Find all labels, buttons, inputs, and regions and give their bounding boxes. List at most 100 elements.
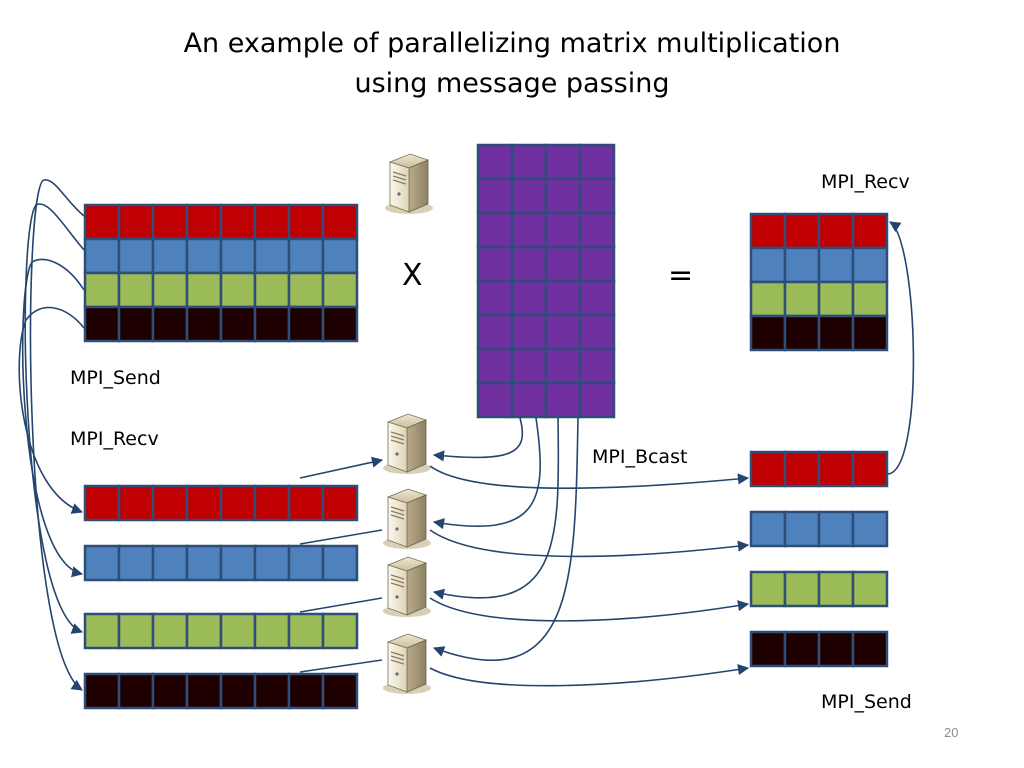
scatter-arrows — [18, 179, 85, 691]
matrix-cell — [185, 612, 223, 650]
matrix-cell — [83, 672, 121, 710]
matrix-cell — [578, 381, 616, 419]
page-number: 20 — [944, 725, 959, 740]
matrix-cell — [578, 245, 616, 283]
matrix-cell — [151, 271, 189, 309]
matrix-cell — [253, 305, 291, 343]
matrix-cell — [287, 612, 325, 650]
matrix-cell — [151, 237, 189, 275]
server-icon — [382, 556, 432, 618]
matrix-cell — [185, 203, 223, 241]
matrix-cell — [253, 237, 291, 275]
matrix-cell — [287, 305, 325, 343]
matrix-cell — [817, 630, 855, 668]
matrix-cell — [817, 280, 855, 318]
matrix-cell — [185, 271, 223, 309]
matrix-cell — [510, 211, 548, 249]
matrix-cell — [510, 177, 548, 215]
matrix-cell — [578, 143, 616, 181]
matrix-cell — [476, 381, 514, 419]
matrix-cell — [219, 484, 257, 522]
matrix-cell — [321, 305, 359, 343]
left-row-green — [83, 612, 359, 650]
matrix-cell — [544, 381, 582, 419]
matrix-cell — [219, 237, 257, 275]
matrix-cell — [287, 271, 325, 309]
matrix-cell — [151, 305, 189, 343]
matrix-cell — [749, 630, 787, 668]
matrix-cell — [185, 672, 223, 710]
matrix-cell — [83, 612, 121, 650]
matrix-cell — [544, 143, 582, 181]
left-row-blue — [83, 544, 359, 582]
matrix-cell — [749, 246, 787, 284]
matrix-cell — [817, 212, 855, 250]
title-line-1: An example of parallelizing matrix multi… — [183, 28, 841, 59]
matrix-cell — [321, 484, 359, 522]
matrix-cell — [749, 314, 787, 352]
matrix-cell — [544, 313, 582, 351]
matrix-cell — [321, 544, 359, 582]
matrix-cell — [544, 245, 582, 283]
slide-title: An example of parallelizing matrix multi… — [0, 24, 1024, 104]
matrix-cell — [578, 279, 616, 317]
gather-arrow — [887, 221, 915, 475]
matrix-cell — [117, 672, 155, 710]
matrix-cell — [817, 314, 855, 352]
matrix-cell — [253, 612, 291, 650]
matrix-cell — [851, 510, 889, 548]
matrix-cell — [510, 347, 548, 385]
matrix-cell — [151, 612, 189, 650]
matrix-cell — [117, 237, 155, 275]
matrix-cell — [510, 143, 548, 181]
matrix-cell — [219, 271, 257, 309]
matrix-cell — [817, 246, 855, 284]
matrix-cell — [817, 570, 855, 608]
matrix-cell — [851, 280, 889, 318]
matrix-cell — [83, 271, 121, 309]
matrix-cell — [510, 381, 548, 419]
matrix-cell — [219, 305, 257, 343]
title-line-2: using message passing — [354, 68, 670, 99]
matrix-cell — [219, 544, 257, 582]
server-icon — [382, 488, 432, 550]
matrix-cell — [287, 672, 325, 710]
result-row-red — [749, 450, 889, 488]
matrix-cell — [476, 347, 514, 385]
matrix-cell — [783, 280, 821, 318]
matrix-cell — [749, 212, 787, 250]
server-icon — [382, 413, 432, 475]
matrix-cell — [476, 143, 514, 181]
matrix-cell — [544, 211, 582, 249]
matrix-cell — [151, 544, 189, 582]
matrix-cell — [476, 245, 514, 283]
broadcast-arrows — [432, 417, 579, 661]
matrix-cell — [151, 203, 189, 241]
bcast-label: MPI_Bcast — [592, 446, 688, 468]
matrix-cell — [117, 484, 155, 522]
matrix-cell — [117, 271, 155, 309]
matrix-cell — [851, 570, 889, 608]
left-recv-label: MPI_Recv — [70, 428, 159, 450]
matrix-cell — [544, 347, 582, 385]
matrix-cell — [321, 271, 359, 309]
matrix-cell — [783, 450, 821, 488]
matrix-cell — [783, 314, 821, 352]
matrix-cell — [321, 203, 359, 241]
equals-operator: = — [668, 258, 694, 293]
right-recv-label: MPI_Recv — [821, 171, 910, 193]
matrix-cell — [117, 305, 155, 343]
matrix-cell — [83, 237, 121, 275]
matrix-cell — [321, 237, 359, 275]
matrix-cell — [151, 484, 189, 522]
matrix-cell — [476, 313, 514, 351]
left-row-red — [83, 484, 359, 522]
matrix-cell — [578, 313, 616, 351]
matrix-cell — [83, 305, 121, 343]
matrix-cell — [749, 570, 787, 608]
multiply-operator: X — [402, 258, 423, 293]
matrix-cell — [783, 510, 821, 548]
matrix-cell — [287, 484, 325, 522]
matrix-cell — [185, 484, 223, 522]
matrix-cell — [578, 347, 616, 385]
